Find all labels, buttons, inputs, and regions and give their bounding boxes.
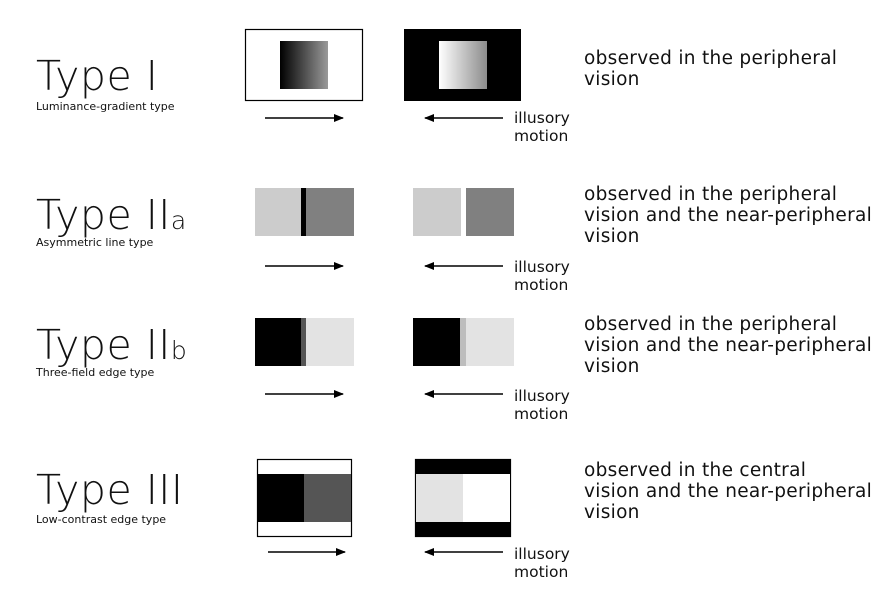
type-i-figure-left xyxy=(244,28,364,102)
type-iia-left-light-field xyxy=(255,188,302,236)
type-iii-observation: observed in the central vision and the n… xyxy=(584,460,873,523)
type-iii-illusory-label: illusory motion xyxy=(514,545,570,581)
type-iia-right-light-field xyxy=(413,188,461,236)
type-iii-title-text: Type III xyxy=(36,466,184,514)
type-iib-right-black-field xyxy=(413,318,460,366)
type-iib-illusory-label: illusory motion xyxy=(514,387,570,423)
type-iia-figure-right xyxy=(413,188,514,236)
type-iib-left-pale-field xyxy=(306,318,354,366)
type-iib-right-pale-field xyxy=(466,318,514,366)
type-iib-subtitle: Three-field edge type xyxy=(36,366,155,379)
type-iii-left-dark-field xyxy=(304,474,351,522)
type-iib-left-mid-strip xyxy=(301,318,306,366)
type-iii-right-white-field xyxy=(463,474,510,522)
type-iii-figure-right xyxy=(414,458,512,538)
type-iib-right-mid-strip xyxy=(460,318,466,366)
type-iia-right-dark-field xyxy=(466,188,514,236)
type-iia-figure-left xyxy=(255,188,354,236)
type-iib-figure-left xyxy=(255,318,354,366)
type-iii-title: Type III xyxy=(36,470,183,511)
type-iib-title: Type IIb xyxy=(36,325,187,366)
type-iii-left-black-field xyxy=(258,474,304,522)
type-iia-left-dark-field xyxy=(306,188,354,236)
type-iib-observation: observed in the peripheral vision and th… xyxy=(584,314,873,377)
type-i-right-gradient xyxy=(439,41,487,89)
type-iib-title-text: Type II xyxy=(36,321,171,369)
type-iii-right-top-band xyxy=(415,459,511,474)
type-iib-figure-right xyxy=(413,318,514,366)
type-i-subtitle: Luminance-gradient type xyxy=(36,100,175,113)
type-i-observation: observed in the peripheral vision xyxy=(584,48,838,90)
type-iia-title-text: Type II xyxy=(36,191,171,239)
type-i-left-gradient xyxy=(280,41,328,89)
type-i-title: Type I xyxy=(36,56,158,97)
type-i-figure-right xyxy=(404,29,521,101)
type-iia-subtitle: Asymmetric line type xyxy=(36,236,154,249)
type-iii-right-bottom-band xyxy=(415,522,511,537)
type-iib-title-suffix: b xyxy=(170,336,188,365)
type-iia-left-black-line xyxy=(301,188,306,236)
type-iia-observation: observed in the peripheral vision and th… xyxy=(584,184,873,247)
type-iia-title-suffix: a xyxy=(170,206,187,235)
type-iia-title: Type IIa xyxy=(36,195,187,236)
type-iii-right-pale-field xyxy=(416,474,463,522)
type-iii-figure-left xyxy=(256,458,353,538)
type-i-title-text: Type I xyxy=(36,52,159,100)
type-iii-subtitle: Low-contrast edge type xyxy=(36,513,167,526)
type-i-illusory-label: illusory motion xyxy=(514,109,570,145)
type-iia-illusory-label: illusory motion xyxy=(514,258,570,294)
type-iib-left-black-field xyxy=(255,318,301,366)
